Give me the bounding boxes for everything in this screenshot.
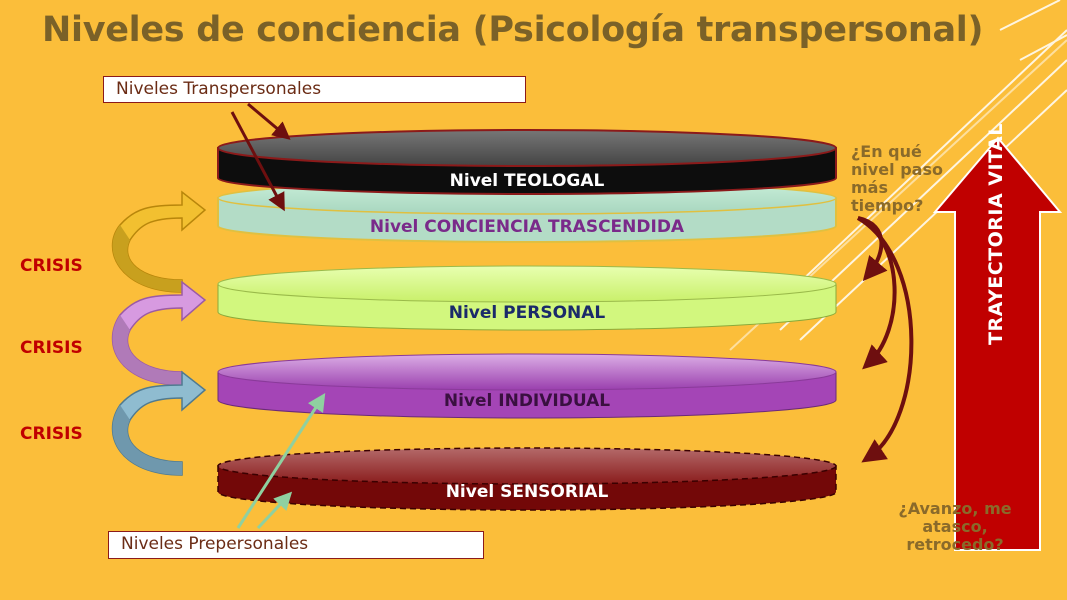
page-title: Niveles de conciencia (Psicología transp… xyxy=(42,10,984,50)
crisis-label-3: CRISIS xyxy=(20,424,83,444)
prepersonal-label-box: Niveles Prepersonales xyxy=(108,531,484,559)
crisis-arrow-middle xyxy=(111,280,207,386)
level-sensorial-label: Nivel SENSORIAL xyxy=(445,482,609,502)
prepersonal-arrow-1 xyxy=(236,392,326,529)
transpersonal-label-box: Niveles Transpersonales xyxy=(103,76,526,103)
crisis-label-2: CRISIS xyxy=(20,338,83,358)
transpersonal-arrow-2 xyxy=(230,111,285,212)
level-personal-label: Nivel PERSONAL xyxy=(448,303,606,323)
crisis-arrow-top xyxy=(111,190,207,293)
disc-personal xyxy=(217,265,837,331)
disc-individual xyxy=(217,353,837,419)
trajectory-label: TRAYECTORIA VITAL xyxy=(985,123,1007,345)
disc-teologal xyxy=(217,129,837,195)
movement-arrows xyxy=(856,216,914,463)
crisis-arrow-bottom xyxy=(111,370,207,476)
crisis-label-1: CRISIS xyxy=(20,256,83,276)
level-teologal-label: Nivel TEOLOGAL xyxy=(449,171,605,191)
level-trascendida-label: Nivel CONCIENCIA TRASCENDIDA xyxy=(369,217,685,237)
transpersonal-arrow-1 xyxy=(247,102,291,140)
prepersonal-arrow-2 xyxy=(256,491,293,530)
disc-sensorial xyxy=(217,447,837,511)
level-individual-label: Nivel INDIVIDUAL xyxy=(443,391,611,411)
trajectory-arrow xyxy=(932,136,1063,551)
